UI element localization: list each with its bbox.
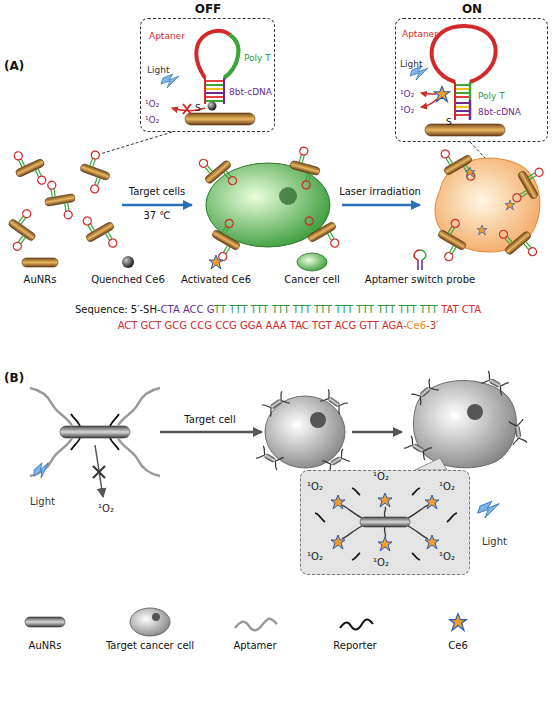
quenched-ce6 (208, 102, 217, 111)
node-text: S (446, 117, 452, 127)
node-text: ¹O₂ (439, 481, 455, 493)
node-text: Light (147, 65, 169, 75)
target-cell (256, 389, 350, 473)
callout-tail (100, 132, 172, 154)
cdna-strand (469, 100, 472, 120)
process-arrow (160, 431, 262, 434)
damaged-cell (429, 140, 553, 268)
state-heading: ON (462, 3, 482, 17)
singlet-oxygen-arrow (421, 99, 437, 107)
legend-label: Reporter (333, 640, 376, 652)
singlet-oxygen-arrow (421, 93, 436, 94)
node-text: ¹O₂ (400, 89, 414, 99)
legend-icons-a (22, 250, 426, 271)
node-text: Light (400, 59, 422, 69)
node-text: ¹O₂ (439, 551, 455, 563)
poly-t-strand (224, 35, 238, 78)
arrow-label: Target cell (184, 414, 235, 426)
legend-label: Target cancer cell (106, 640, 194, 652)
arrow-label: 37 ℃ (143, 210, 170, 222)
light-bolt (31, 461, 53, 480)
damaged-target-cell (404, 371, 527, 468)
process-arrow (342, 204, 420, 207)
node-text: ¹O₂ (307, 551, 323, 563)
aptamer-loop (196, 31, 230, 78)
state-heading: OFF (195, 3, 222, 17)
sequence-segment: Ce6 (407, 320, 427, 331)
node-text: ¹O₂ (145, 115, 159, 125)
node-text: ¹O₂ (307, 481, 323, 493)
node-text: ¹O₂ (373, 471, 389, 483)
sequence-segment: -3′ (426, 320, 438, 331)
legend-label: Ce6 (448, 640, 468, 652)
legend-label: Quenched Ce6 (91, 274, 165, 286)
light-bolt (161, 74, 179, 88)
node-text: 8bt-cDNA (229, 87, 272, 97)
legend-label: AuNRs (29, 640, 62, 652)
sequence-segment: TAT CTA (441, 304, 481, 315)
sequence-segment: TT TTT TTT TTT TTT TTT TTT TTT TTT TTT T… (214, 304, 438, 315)
node-text: ¹O₂ (145, 99, 159, 109)
block-cross (93, 466, 105, 478)
node-text: S (195, 103, 201, 113)
oxygen-label: ¹O₂ (98, 503, 114, 515)
on-probe (410, 26, 505, 160)
strand (204, 78, 206, 104)
legend-label: Activated Ce6 (181, 274, 251, 286)
light-label: Light (482, 536, 507, 548)
legend-icons-b (25, 608, 466, 636)
aptamer-loop (432, 26, 496, 82)
cancer-cell (194, 145, 345, 265)
process-arrow (122, 204, 192, 207)
light-bolt (478, 501, 500, 518)
panel-label: (A) (4, 60, 24, 74)
arrow-label: Laser irradiation (339, 186, 421, 198)
legend-label: AuNRs (24, 274, 57, 286)
block-cross (183, 104, 191, 114)
node-text: Aptaner (149, 31, 185, 41)
gold-nanorod (185, 113, 255, 125)
node-text: Aptaner (402, 29, 438, 39)
callout-tail (470, 142, 487, 160)
light-label: Light (30, 496, 55, 508)
panel-label: (B) (4, 372, 24, 386)
off-callout: OFFAptanerPoly TLight¹O₂¹O₂8bt-cDNAS (140, 18, 275, 132)
node-text: ¹O₂ (400, 105, 414, 115)
process-arrow (352, 431, 402, 434)
legend-label: Aptamer (233, 640, 276, 652)
strand (454, 82, 456, 120)
node-text: Poly T (244, 53, 271, 63)
inset-panel (300, 458, 470, 575)
sequence-segment: Sequence: 5′-SH- (75, 304, 161, 315)
node-text: 8bt-cDNA (478, 107, 521, 117)
sequence-segment: ACT GCT GCG CCG CCG GGA AAA TAC TGT ACG … (118, 320, 407, 331)
sequence-segment: CTA ACC G (161, 304, 215, 315)
on-callout: ONAptanerLight¹O₂¹O₂Poly T8bt-cDNAS (395, 18, 548, 142)
poly-t-strand (469, 82, 472, 100)
node-text: ¹O₂ (373, 557, 389, 569)
arrow-label: Target cells (129, 186, 186, 198)
legend-label: Aptamer switch probe (365, 274, 475, 286)
base-pairs (206, 81, 223, 101)
legend-label: Cancer cell (284, 274, 340, 286)
gold-nanorod (425, 124, 505, 136)
free-probes (0, 144, 123, 257)
base-pairs (456, 85, 469, 115)
inset-callout: ¹O₂ ¹O₂ ¹O₂ ¹O₂ ¹O₂ ¹O₂ (300, 470, 470, 575)
strand (223, 78, 225, 104)
sequence-line: Sequence: 5′-SH-CTA ACC GTT TTT TTT TTT … (0, 302, 556, 334)
node-text: Poly T (478, 91, 505, 101)
probe-nanorod (30, 388, 160, 476)
